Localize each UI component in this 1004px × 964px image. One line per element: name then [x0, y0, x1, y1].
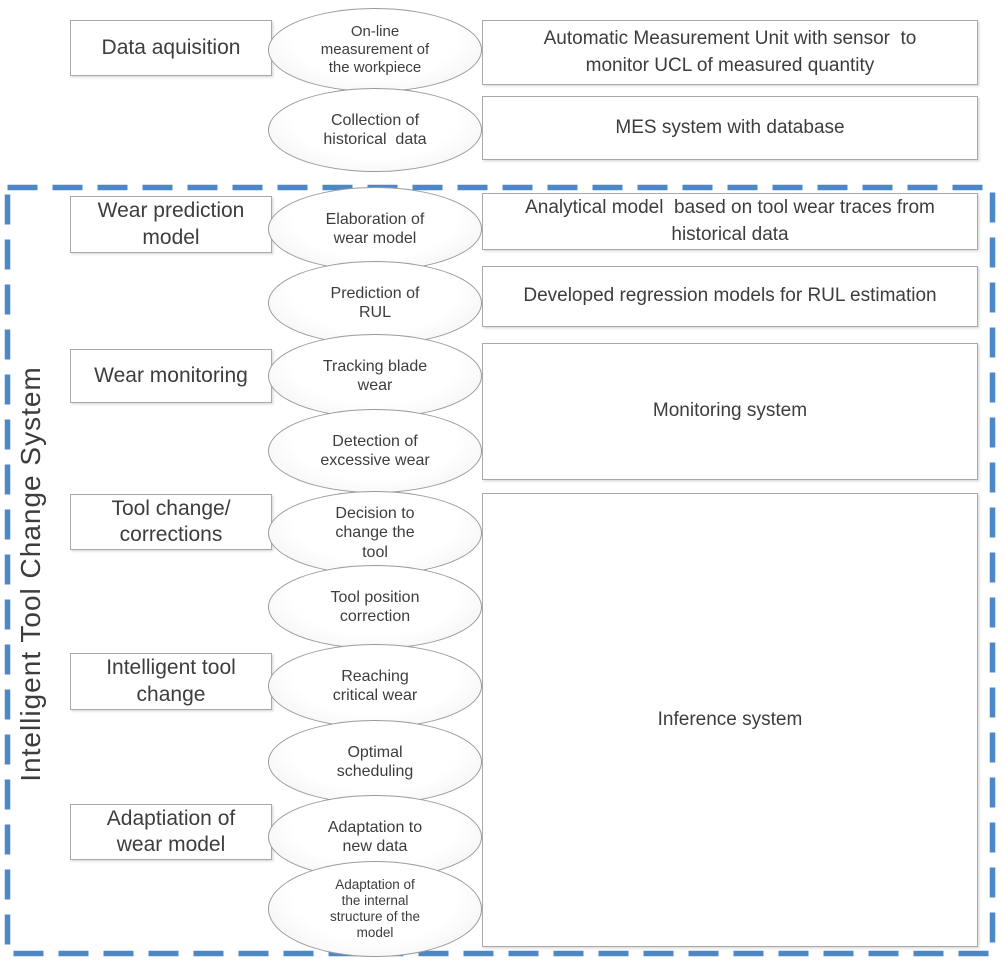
system-box-label: Analytical model based on tool wear trac…	[525, 196, 935, 245]
process-ellipse-label: Adaptation of the internal structure of …	[329, 876, 421, 941]
stage-box-label: Adaptiation of wear model	[106, 806, 236, 856]
process-ellipse-detection-excessive-wear: Detection of excessive wear	[268, 409, 482, 493]
process-ellipse-label: Adaptation to new data	[327, 818, 423, 855]
system-box-label: MES system with database	[615, 116, 845, 138]
system-box-regression-models: Developed regression models for RUL esti…	[482, 266, 978, 327]
system-box-label: Inference system	[657, 708, 803, 730]
system-box-mes-database: MES system with database	[482, 96, 978, 160]
system-box-monitoring-system: Monitoring system	[482, 343, 978, 480]
stage-box-adaptation-of-wear-model: Adaptiation of wear model	[70, 804, 272, 860]
stage-box-label: Tool change/ corrections	[111, 496, 231, 546]
process-ellipse-tracking-blade-wear: Tracking blade wear	[268, 334, 482, 418]
process-ellipse-label: Tracking blade wear	[322, 357, 428, 394]
process-ellipse-optimal-scheduling: Optimal scheduling	[268, 720, 482, 804]
process-ellipse-reaching-critical-wear: Reaching critical wear	[268, 644, 482, 728]
process-ellipse-label: On-line measurement of the workpiece	[320, 23, 430, 76]
process-ellipse-adaptation-internal-structure: Adaptation of the internal structure of …	[268, 861, 482, 957]
process-ellipse-elaboration-wear-model: Elaboration of wear model	[268, 187, 482, 271]
stage-box-label: Data aquisition	[101, 35, 241, 59]
process-ellipse-tool-position-correction: Tool position correction	[268, 565, 482, 649]
system-box-automatic-measurement-unit: Automatic Measurement Unit with sensor t…	[482, 20, 978, 85]
process-ellipse-label: Reaching critical wear	[332, 667, 418, 704]
stage-box-wear-prediction-model: Wear prediction model	[70, 196, 272, 253]
process-ellipse-label: Prediction of RUL	[330, 284, 420, 321]
process-ellipse-prediction-rul: Prediction of RUL	[268, 261, 482, 345]
process-ellipse-label: Detection of excessive wear	[320, 432, 430, 469]
stage-box-intelligent-tool-change: Intelligent tool change	[70, 653, 272, 710]
system-box-analytical-model: Analytical model based on tool wear trac…	[482, 193, 978, 250]
system-box-label: Monitoring system	[652, 400, 808, 422]
process-ellipse-decision-change-tool: Decision to change the tool	[268, 491, 482, 575]
process-ellipse-label: Decision to change the tool	[335, 505, 415, 561]
stage-box-wear-monitoring: Wear monitoring	[70, 349, 272, 403]
system-box-label: Developed regression models for RUL esti…	[523, 285, 937, 307]
process-ellipse-label: Collection of historical data	[323, 111, 427, 148]
process-ellipse-label: Optimal scheduling	[336, 743, 414, 780]
system-box-label: Automatic Measurement Unit with sensor t…	[543, 27, 917, 76]
system-box-inference-system: Inference system	[482, 493, 978, 947]
process-ellipse-online-measurement: On-line measurement of the workpiece	[268, 8, 482, 92]
process-ellipse-collection-historical-data: Collection of historical data	[268, 88, 482, 172]
stage-box-label: Intelligent tool change	[106, 656, 236, 706]
system-title-vertical: Intelligent Tool Change System	[15, 366, 46, 782]
stage-box-label: Wear prediction model	[97, 199, 245, 249]
process-ellipse-label: Elaboration of wear model	[325, 210, 425, 247]
process-ellipse-label: Tool position correction	[330, 588, 420, 625]
stage-box-label: Wear monitoring	[94, 363, 248, 387]
stage-box-data-aquisition: Data aquisition	[70, 20, 272, 76]
stage-box-tool-change-corrections: Tool change/ corrections	[70, 494, 272, 550]
